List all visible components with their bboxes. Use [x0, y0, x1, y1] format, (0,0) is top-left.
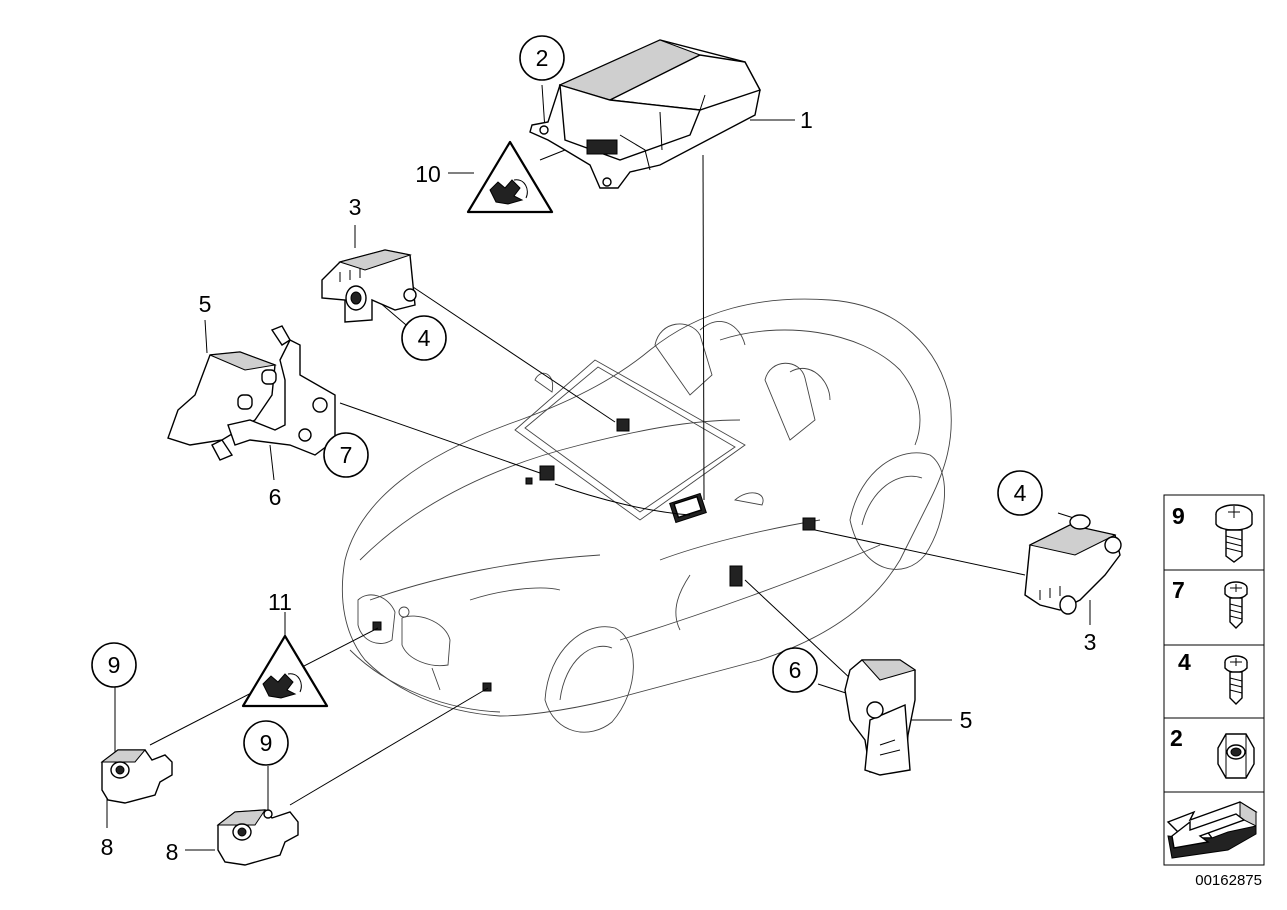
callout-3-upper: 3 [349, 194, 362, 220]
reference-code: 00162875 [1195, 872, 1262, 889]
callout-3-right: 3 [1084, 629, 1097, 655]
callout-4-upper: 4 [418, 325, 431, 351]
callout-10: 10 [415, 161, 441, 187]
side-sensor-right [1024, 514, 1122, 615]
callout-4-right: 4 [1014, 480, 1027, 506]
callout-9-bottom: 9 [260, 730, 273, 756]
callout-labels: 1 2 3 3 4 4 5 5 6 6 7 8 8 9 9 10 11 [101, 45, 1097, 865]
callout-6-left: 6 [269, 484, 282, 510]
car-outline [341, 298, 952, 733]
callout-5-right: 5 [960, 707, 973, 733]
sensor-with-bracket-right [844, 659, 917, 776]
callout-1: 1 [800, 107, 813, 133]
callout-5-left: 5 [199, 291, 212, 317]
callout-8-bottom: 8 [166, 839, 179, 865]
fastener-legend: 9 7 4 2 [1163, 494, 1265, 866]
callout-9-left: 9 [108, 652, 121, 678]
side-sensor-upper [321, 249, 417, 323]
callout-2: 2 [536, 45, 549, 71]
hex-nut-icon [1217, 733, 1255, 779]
legend-item-1-number: 7 [1172, 577, 1185, 603]
flange-bolt-icon [1215, 504, 1253, 563]
legend-item-3-number: 2 [1170, 725, 1183, 751]
warning-triangle-11 [241, 634, 329, 708]
front-sensor-left [100, 749, 173, 804]
direction-arrow-icon [1166, 801, 1258, 859]
callout-6-right: 6 [789, 657, 802, 683]
legend-item-2-number: 4 [1178, 649, 1191, 675]
callout-7: 7 [340, 442, 353, 468]
legend-item-0-number: 9 [1172, 503, 1185, 529]
front-sensor-bottom [216, 809, 299, 866]
cross-head-screw-icon [1224, 655, 1248, 705]
car-sensor-markers [372, 418, 816, 692]
warning-triangle-10 [466, 140, 554, 214]
pan-head-screw-icon [1224, 581, 1248, 629]
airbag-control-unit [529, 39, 762, 189]
callout-circles [91, 35, 1043, 766]
callout-8-left: 8 [101, 834, 114, 860]
callout-11: 11 [268, 589, 292, 615]
sensor-with-bracket-left [167, 325, 336, 461]
